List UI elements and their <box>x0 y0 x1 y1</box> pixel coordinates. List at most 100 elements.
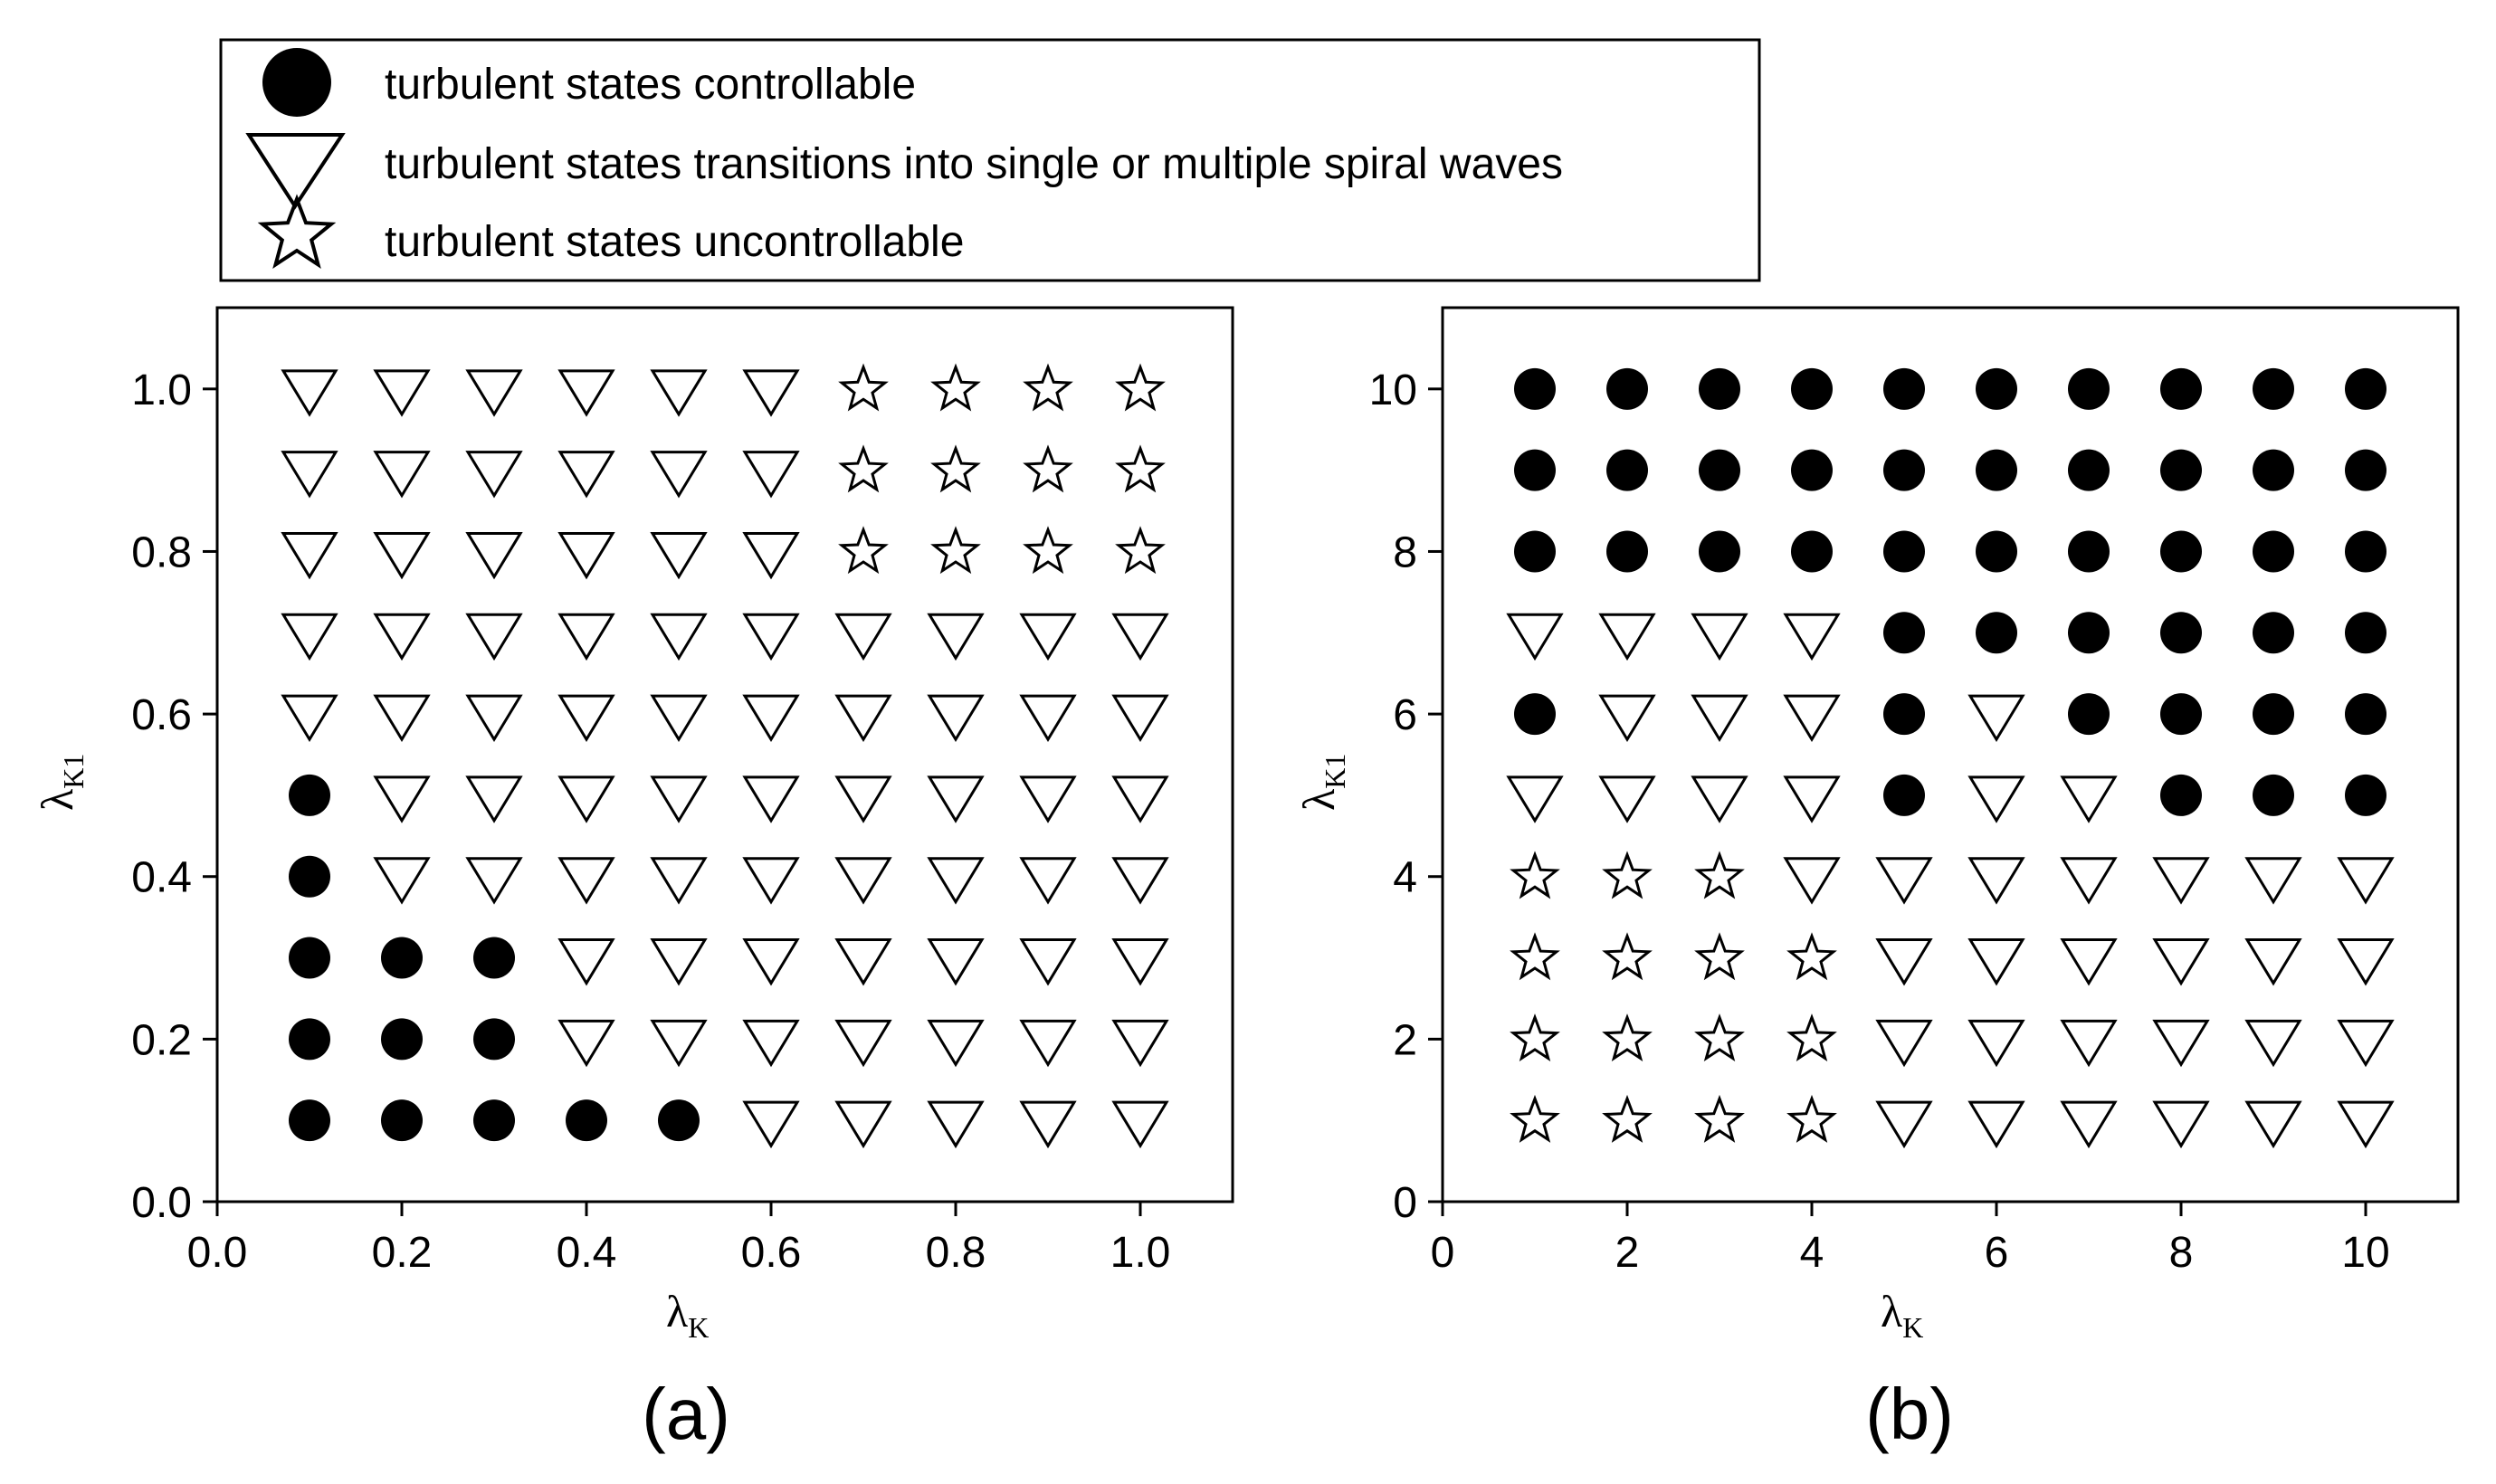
panel-a-x-tick-label: 1.0 <box>1110 1229 1171 1277</box>
uncontrollable-point <box>1602 1094 1653 1143</box>
transition-point <box>650 938 708 986</box>
transition-point <box>557 694 615 742</box>
panel-a-y-tick-label: 0.6 <box>131 691 192 739</box>
transition-point <box>1598 775 1656 823</box>
controllable-point <box>2345 530 2386 573</box>
controllable-point <box>1883 367 1925 410</box>
transition-point <box>834 1019 892 1068</box>
controllable-point <box>1976 367 2017 410</box>
transition-point <box>2337 857 2395 905</box>
uncontrollable-point <box>1786 1094 1837 1143</box>
transition-point <box>927 775 985 823</box>
transition-point <box>281 451 338 499</box>
transition-point <box>742 857 800 905</box>
transition-point <box>557 1019 615 1068</box>
transition-point <box>650 694 708 742</box>
controllable-point <box>1883 449 1925 491</box>
controllable-point <box>1606 449 1648 491</box>
controllable-point <box>473 1099 515 1142</box>
panel-b-y-tick-label: 10 <box>1369 366 1417 414</box>
panel-b-marks <box>1506 367 2395 1149</box>
transition-point <box>557 857 615 905</box>
transition-point <box>650 613 708 661</box>
uncontrollable-point <box>1786 1013 1837 1062</box>
controllable-point <box>1514 449 1556 491</box>
controllable-point <box>2345 774 2386 816</box>
transition-point <box>1111 857 1169 905</box>
transition-point <box>1111 613 1169 661</box>
controllable-point <box>2253 693 2294 736</box>
transition-point <box>927 694 985 742</box>
controllable-point <box>2160 530 2202 573</box>
controllable-point <box>1883 693 1925 736</box>
controllable-point <box>1976 612 2017 654</box>
controllable-point <box>289 1018 330 1061</box>
controllable-point <box>2253 367 2294 410</box>
transition-point <box>1019 857 1077 905</box>
transition-point <box>1598 694 1656 742</box>
transition-point <box>2152 938 2210 986</box>
controllable-point <box>2345 693 2386 736</box>
legend-open-star-icon <box>257 194 337 269</box>
controllable-point <box>1791 367 1833 410</box>
transition-point <box>557 531 615 580</box>
transition-point <box>2152 1019 2210 1068</box>
uncontrollable-point <box>1694 1013 1745 1062</box>
uncontrollable-point <box>930 444 981 493</box>
transition-point <box>1691 775 1748 823</box>
transition-point <box>1506 775 1564 823</box>
controllable-point <box>2253 774 2294 816</box>
transition-point <box>1019 694 1077 742</box>
legend-item-controllable: turbulent states controllable <box>262 48 916 117</box>
transition-point <box>281 694 338 742</box>
controllable-point <box>2160 774 2202 816</box>
uncontrollable-point <box>930 363 981 412</box>
transition-point <box>1019 938 1077 986</box>
uncontrollable-point <box>1694 932 1745 981</box>
transition-point <box>1875 938 1933 986</box>
transition-point <box>742 938 800 986</box>
controllable-point <box>1791 449 1833 491</box>
controllable-point <box>1514 530 1556 573</box>
transition-point <box>742 1100 800 1149</box>
transition-point <box>373 451 431 499</box>
uncontrollable-point <box>930 526 981 575</box>
transition-point <box>650 531 708 580</box>
panel-b-x-tick-label: 0 <box>1431 1229 1455 1277</box>
panel-b-x-tick-label: 8 <box>2169 1229 2194 1277</box>
controllable-point <box>566 1099 607 1142</box>
transition-point <box>1111 1019 1169 1068</box>
transition-point <box>2060 775 2118 823</box>
transition-point <box>1967 694 2025 742</box>
controllable-point <box>2345 367 2386 410</box>
transition-point <box>834 1100 892 1149</box>
uncontrollable-point <box>1115 363 1166 412</box>
transition-point <box>1111 938 1169 986</box>
panel-b-y-tick-label: 0 <box>1393 1179 1417 1227</box>
controllable-point <box>2160 367 2202 410</box>
transition-point <box>2244 938 2302 986</box>
panel-a-y-tick-label: 0.2 <box>131 1016 192 1064</box>
transition-point <box>927 857 985 905</box>
transition-point <box>834 857 892 905</box>
panel-a-y-tick-label: 0.4 <box>131 854 192 902</box>
transition-point <box>1019 1019 1077 1068</box>
legend-label-controllable: turbulent states controllable <box>385 61 916 109</box>
uncontrollable-point <box>1694 1094 1745 1143</box>
transition-point <box>373 613 431 661</box>
transition-point <box>1875 1100 1933 1149</box>
legend-box <box>219 38 1761 282</box>
panel-a-x-tick-label: 0.8 <box>926 1229 986 1277</box>
transition-point <box>1691 613 1748 661</box>
transition-point <box>1019 775 1077 823</box>
transition-point <box>650 1019 708 1068</box>
transition-point <box>373 775 431 823</box>
panel-b-y-tick-label: 8 <box>1393 528 1417 576</box>
transition-point <box>557 938 615 986</box>
transition-point <box>1111 775 1169 823</box>
controllable-point <box>1699 367 1740 410</box>
panel-a-y-tick-label: 0.0 <box>131 1179 192 1227</box>
controllable-point <box>2345 612 2386 654</box>
